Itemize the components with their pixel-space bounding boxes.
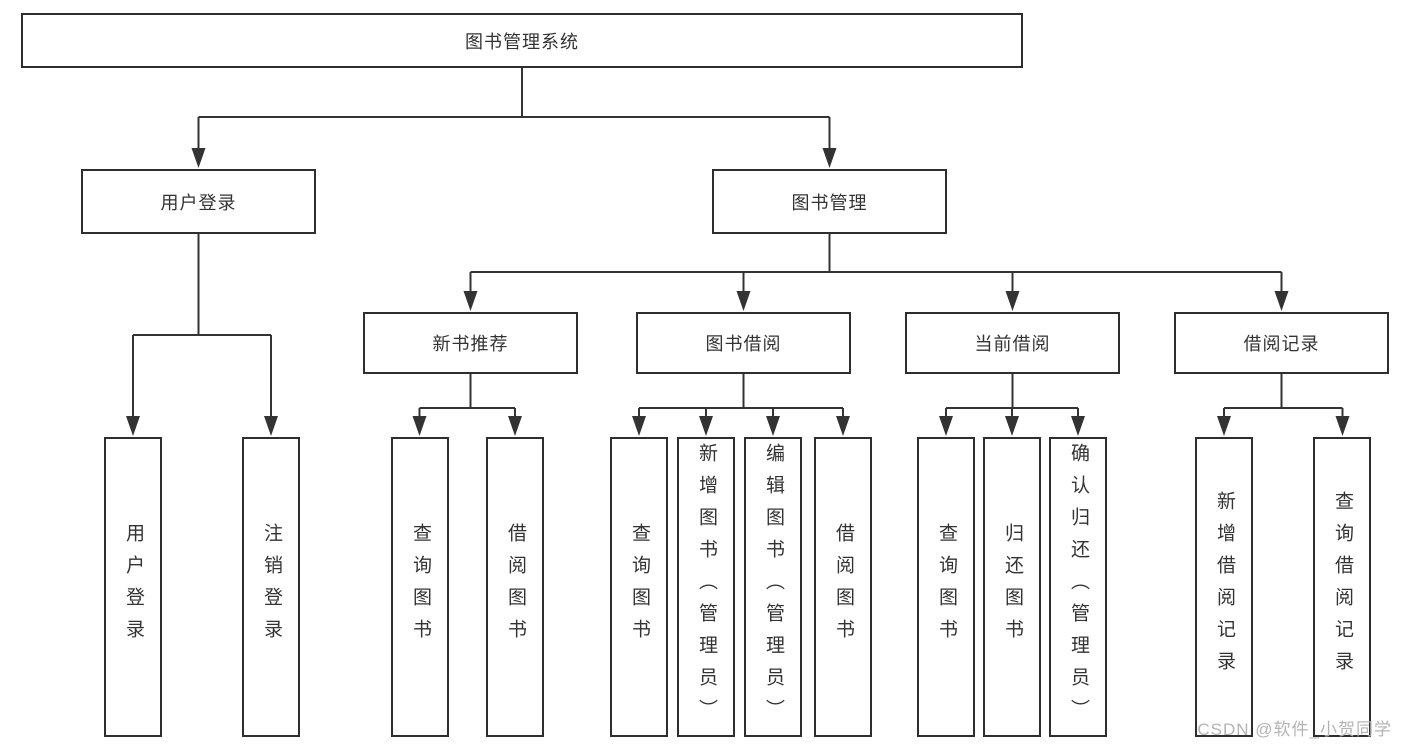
- arrowhead-book-mgmt: [822, 148, 837, 168]
- leaf-user-login: 用户登录: [104, 437, 162, 737]
- leaf-query-books-borrow: 查询图书: [610, 437, 668, 737]
- edge-root-branch: [198, 68, 830, 118]
- leaf-borrow-books-recommend: 借阅图书: [486, 437, 544, 737]
- arrowhead-leaf-c4: [836, 416, 850, 436]
- leaf-query-books-current: 查询图书: [917, 437, 975, 737]
- arrowhead-leaf-c2: [699, 416, 713, 436]
- arrowhead-current-borrow: [1005, 291, 1020, 311]
- arrowhead-leaf-d2: [1005, 416, 1019, 436]
- arrowhead-new-books: [463, 291, 478, 311]
- arrowhead-leaf-e2: [1335, 416, 1350, 436]
- arrowhead-leaf-logout: [264, 416, 278, 436]
- node-root-system: 图书管理系统: [21, 13, 1023, 68]
- arrowhead-leaf-d1: [939, 416, 953, 436]
- arrowhead-user-login: [191, 148, 206, 168]
- arrowhead-leaf-c3: [766, 416, 780, 436]
- edge-book-mgmt-branch: [470, 234, 1282, 273]
- leaf-return-books: 归还图书: [983, 437, 1041, 737]
- leaf-add-books-admin: 新增图书（管理员）: [677, 437, 735, 737]
- node-user-login: 用户登录: [81, 169, 316, 234]
- arrowhead-book-borrow: [736, 291, 751, 311]
- leaf-borrow-books: 借阅图书: [814, 437, 872, 737]
- leaf-query-borrow-record: 查询借阅记录: [1313, 437, 1371, 737]
- node-borrow-records: 借阅记录: [1174, 312, 1389, 374]
- node-new-book-recommend: 新书推荐: [363, 312, 578, 374]
- leaf-add-borrow-record: 新增借阅记录: [1195, 437, 1253, 737]
- edge-current-borrow-branch: [946, 374, 1078, 409]
- node-book-management: 图书管理: [712, 169, 947, 234]
- edge-new-books-branch: [419, 374, 515, 409]
- leaf-logout: 注销登录: [242, 437, 300, 737]
- arrowhead-leaf-b1: [412, 416, 427, 436]
- node-book-borrow: 图书借阅: [636, 312, 851, 374]
- arrowhead-leaf-b2: [508, 416, 522, 436]
- arrowhead-leaf-c1: [632, 416, 646, 436]
- arrowhead-leaf-login: [126, 416, 140, 436]
- leaf-edit-books-admin: 编辑图书（管理员）: [744, 437, 802, 737]
- leaf-confirm-return-admin: 确认归还（管理员）: [1049, 437, 1107, 737]
- edge-borrow-records-branch: [1224, 374, 1343, 409]
- leaf-query-books-recommend: 查询图书: [391, 437, 449, 737]
- arrowhead-borrow-records: [1274, 291, 1289, 311]
- edge-user-login-branch: [133, 234, 271, 336]
- node-current-borrow: 当前借阅: [905, 312, 1120, 374]
- edge-book-borrow-branch: [639, 374, 843, 409]
- arrowhead-leaf-d3: [1071, 416, 1085, 436]
- arrowhead-leaf-e1: [1217, 416, 1231, 436]
- watermark-text: CSDN @软件_小贺同学: [1197, 720, 1392, 739]
